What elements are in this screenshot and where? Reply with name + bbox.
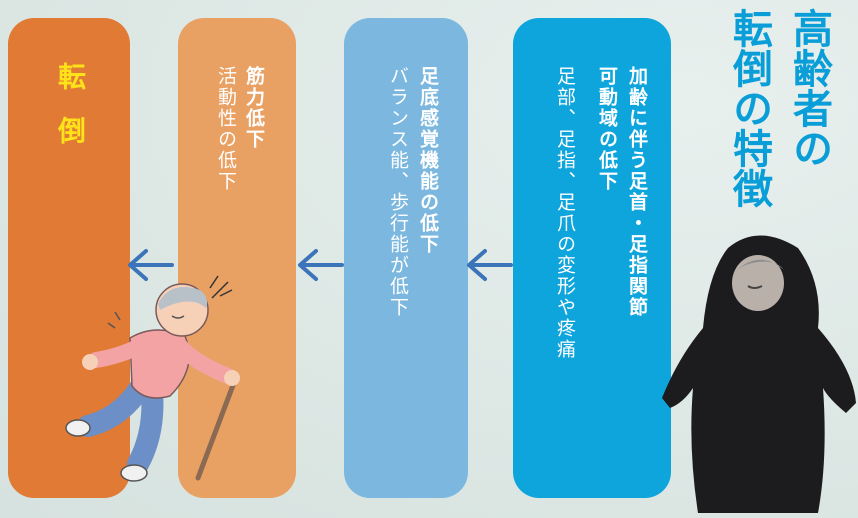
shadow-elderly-figure-illustration	[662, 235, 856, 513]
title-line-2: 転倒の特徴	[726, 8, 772, 208]
falling-man-illustration	[65, 275, 240, 482]
arrow-left-3	[463, 248, 513, 282]
title-line-1: 高齢者の	[786, 8, 832, 168]
aging-body: 足部、足指、足爪の変形や疼痛	[554, 66, 576, 360]
panel-fall: 転倒	[8, 18, 130, 498]
panel-sensory: 足底感覚機能の低下 バランス能、歩行能が低下	[344, 18, 468, 498]
aging-heading-2: 可動域の低下	[596, 66, 618, 192]
muscle-body: 活動性の低下	[215, 66, 237, 192]
sensory-heading: 足底感覚機能の低下	[417, 66, 439, 255]
sensory-body: バランス能、歩行能が低下	[387, 66, 409, 318]
aging-heading-1: 加齢に伴う足首・足指関節	[626, 66, 648, 318]
arrow-left-1	[124, 248, 174, 282]
panel-muscle-weakness: 筋力低下 活動性の低下	[178, 18, 296, 498]
diagram-title: 高齢者の 転倒の特徴	[716, 8, 836, 258]
arrow-left-2	[294, 248, 344, 282]
fall-label: 転倒	[54, 62, 87, 170]
panel-aging: 加齢に伴う足首・足指関節 可動域の低下 足部、足指、足爪の変形や疼痛	[513, 18, 671, 498]
muscle-heading: 筋力低下	[243, 66, 265, 150]
